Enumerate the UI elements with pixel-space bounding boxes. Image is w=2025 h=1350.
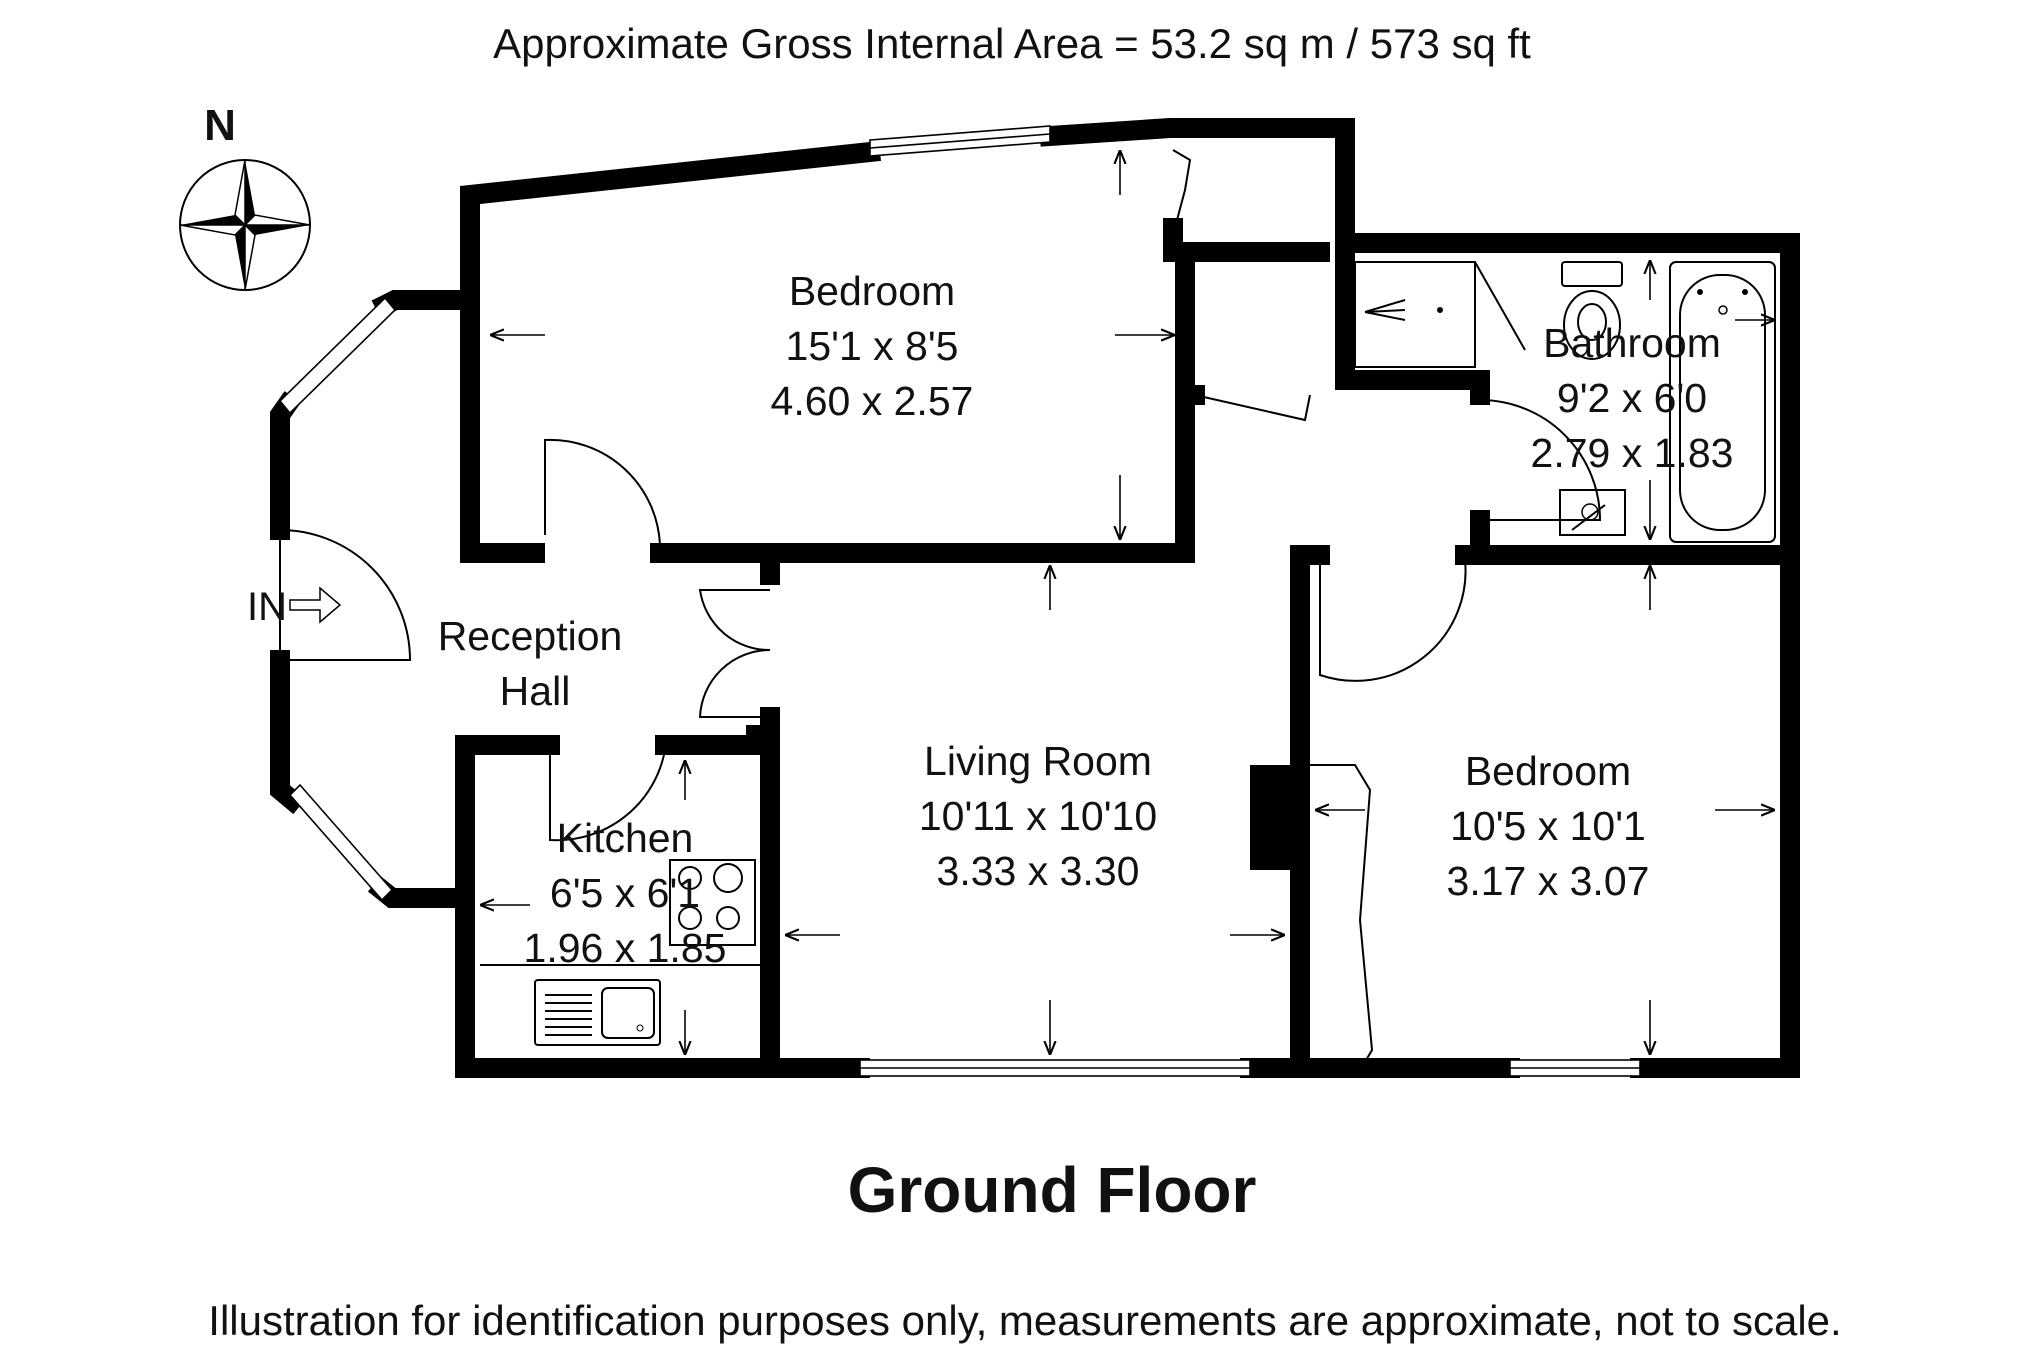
room-name-line1: Reception [438,613,623,659]
room-metric: 4.60 x 2.57 [771,378,974,424]
room-imperial: 9'2 x 6'0 [1557,375,1707,421]
compass-icon [179,159,311,291]
disclaimer: Illustration for identification purposes… [208,1297,1841,1344]
compass-north-label: N [204,101,236,150]
floor-label: Ground Floor [848,1154,1257,1226]
room-metric: 3.17 x 3.07 [1447,858,1650,904]
room-kitchen: Kitchen 6'5 x 6'1 1.96 x 1.85 [524,815,727,971]
room-metric: 3.33 x 3.30 [937,848,1140,894]
room-imperial: 15'1 x 8'5 [786,323,959,369]
room-imperial: 10'11 x 10'10 [919,793,1157,839]
windows [278,125,1641,1077]
room-bedroom-right: Bedroom 10'5 x 10'1 3.17 x 3.07 [1447,748,1650,904]
entrance-label: IN [247,585,287,629]
kitchen-fixtures [480,859,760,1046]
room-name: Bedroom [789,268,955,314]
gross-internal-area: Approximate Gross Internal Area = 53.2 s… [493,20,1531,67]
room-imperial: 6'5 x 6'1 [550,870,700,916]
room-metric: 2.79 x 1.83 [1531,430,1734,476]
doors [279,149,1602,1063]
bathroom-fixtures [1354,261,1776,543]
room-bathroom: Bathroom 9'2 x 6'0 2.79 x 1.83 [1531,320,1734,476]
room-name: Living Room [924,738,1152,784]
room-metric: 1.96 x 1.85 [524,925,727,971]
room-name: Bathroom [1543,320,1721,366]
room-name: Bedroom [1465,748,1631,794]
dimension-arrows [480,150,1775,1055]
room-name: Kitchen [557,815,694,861]
room-bedroom-top: Bedroom 15'1 x 8'5 4.60 x 2.57 [771,268,974,424]
room-living-room: Living Room 10'11 x 10'10 3.33 x 3.30 [919,738,1157,894]
walls [270,118,1800,1078]
room-imperial: 10'5 x 10'1 [1450,803,1646,849]
entrance-arrow-icon [289,586,342,624]
room-reception-hall: Reception Hall [438,613,623,714]
room-name-line2: Hall [500,668,571,714]
